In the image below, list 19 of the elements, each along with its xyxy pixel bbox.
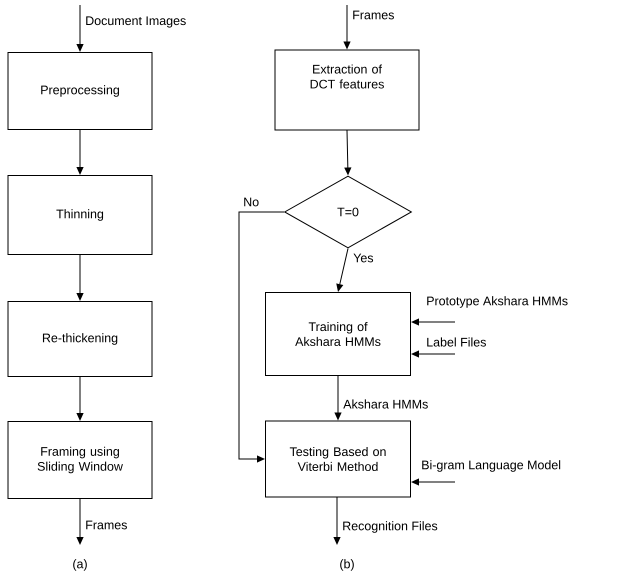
edge-label: Bi-gram Language Model <box>420 459 562 473</box>
edge-label: No <box>242 196 260 208</box>
edge-label: Frames <box>84 520 128 530</box>
process-box: Extraction of DCT features <box>274 50 420 130</box>
edge-label: Akshara HMMs <box>342 398 430 410</box>
process-box: Preprocessing <box>8 52 152 130</box>
process-box: Framing using Sliding Window <box>8 421 152 499</box>
edge-label: Recognition Files <box>341 520 439 534</box>
panel-label: (a) <box>73 559 87 571</box>
process-box: Thinning <box>8 175 152 255</box>
edge-label: Frames <box>351 10 396 20</box>
process-box: Training of Akshara HMMs <box>265 292 411 376</box>
process-box: Testing Based on Viterbi Method <box>265 420 411 498</box>
process-box: Re-thickening <box>8 301 152 377</box>
panel-label: (b) <box>340 559 354 571</box>
edge-label: Yes <box>352 252 375 264</box>
edge-label: Document Images <box>84 15 188 29</box>
edge-label: Label Files <box>425 336 488 348</box>
edge-label: Prototype Akshara HMMs <box>425 295 570 309</box>
